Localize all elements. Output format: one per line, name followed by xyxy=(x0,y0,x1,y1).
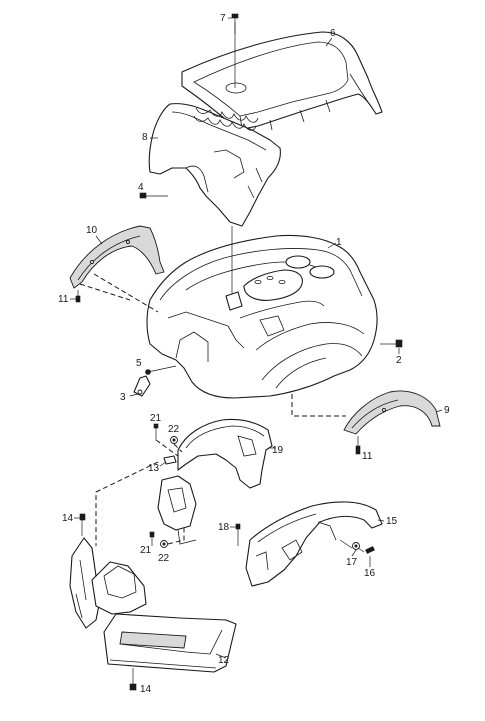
part-13-clip xyxy=(159,455,177,467)
part-16-bolt xyxy=(357,546,375,554)
part-2-screw xyxy=(380,339,403,348)
part-12-lower-cover xyxy=(69,537,237,673)
callout-15: 15 xyxy=(386,516,398,527)
callout-21-upper: 21 xyxy=(150,413,162,424)
part-18-screw xyxy=(235,523,241,546)
callout-18: 18 xyxy=(218,522,230,533)
callout-10: 10 xyxy=(86,225,98,236)
callout-13: 13 xyxy=(148,463,160,474)
callout-14-upper: 14 xyxy=(62,513,74,524)
callout-11-lower: 11 xyxy=(362,451,373,462)
alignment-line-lower-left xyxy=(95,461,159,546)
alignment-line-left xyxy=(79,273,159,313)
callout-17: 17 xyxy=(346,557,358,568)
part-14-screw-upper xyxy=(79,513,86,536)
callout-2: 2 xyxy=(396,355,402,366)
callout-8: 8 xyxy=(142,132,148,143)
part-22-washer-upper xyxy=(170,436,183,453)
callout-22-lower: 22 xyxy=(158,553,170,564)
part-4-screw xyxy=(139,192,168,199)
alignment-line-right xyxy=(291,394,346,417)
part-21-screw-upper xyxy=(153,423,179,457)
callout-21-lower: 21 xyxy=(140,545,152,556)
callout-4: 4 xyxy=(138,182,144,193)
callout-5: 5 xyxy=(136,358,142,369)
callout-12: 12 xyxy=(218,655,230,666)
part-7-screw xyxy=(231,13,239,34)
part-5-nut xyxy=(145,365,177,375)
callout-19: 19 xyxy=(272,445,284,456)
callout-1: 1 xyxy=(336,237,342,248)
part-17-washer xyxy=(339,539,360,550)
callout-22-upper: 22 xyxy=(168,424,180,435)
part-22-washer-lower xyxy=(160,528,185,548)
callout-11-upper: 11 xyxy=(58,294,69,305)
callout-labels: 7 6 8 4 10 11 1 2 5 3 9 11 21 22 19 13 1… xyxy=(58,13,450,695)
callout-16: 16 xyxy=(364,568,376,579)
part-3-bracket xyxy=(129,375,151,397)
callout-14-lower: 14 xyxy=(140,684,152,695)
part-21-screw-lower xyxy=(149,531,155,546)
part-10-left-fender-flare xyxy=(69,225,165,303)
part-1-main-body xyxy=(146,226,378,399)
part-14-screw-lower xyxy=(129,668,137,691)
callout-9: 9 xyxy=(444,405,450,416)
part-9-right-fender-flare xyxy=(343,390,441,455)
callout-7: 7 xyxy=(220,13,226,24)
part-19-inner-fender xyxy=(157,418,276,545)
part-8-rear-shroud xyxy=(148,103,281,227)
callout-3: 3 xyxy=(120,392,126,403)
callout-6: 6 xyxy=(330,28,336,39)
part-15-right-lower-fender xyxy=(245,501,383,587)
